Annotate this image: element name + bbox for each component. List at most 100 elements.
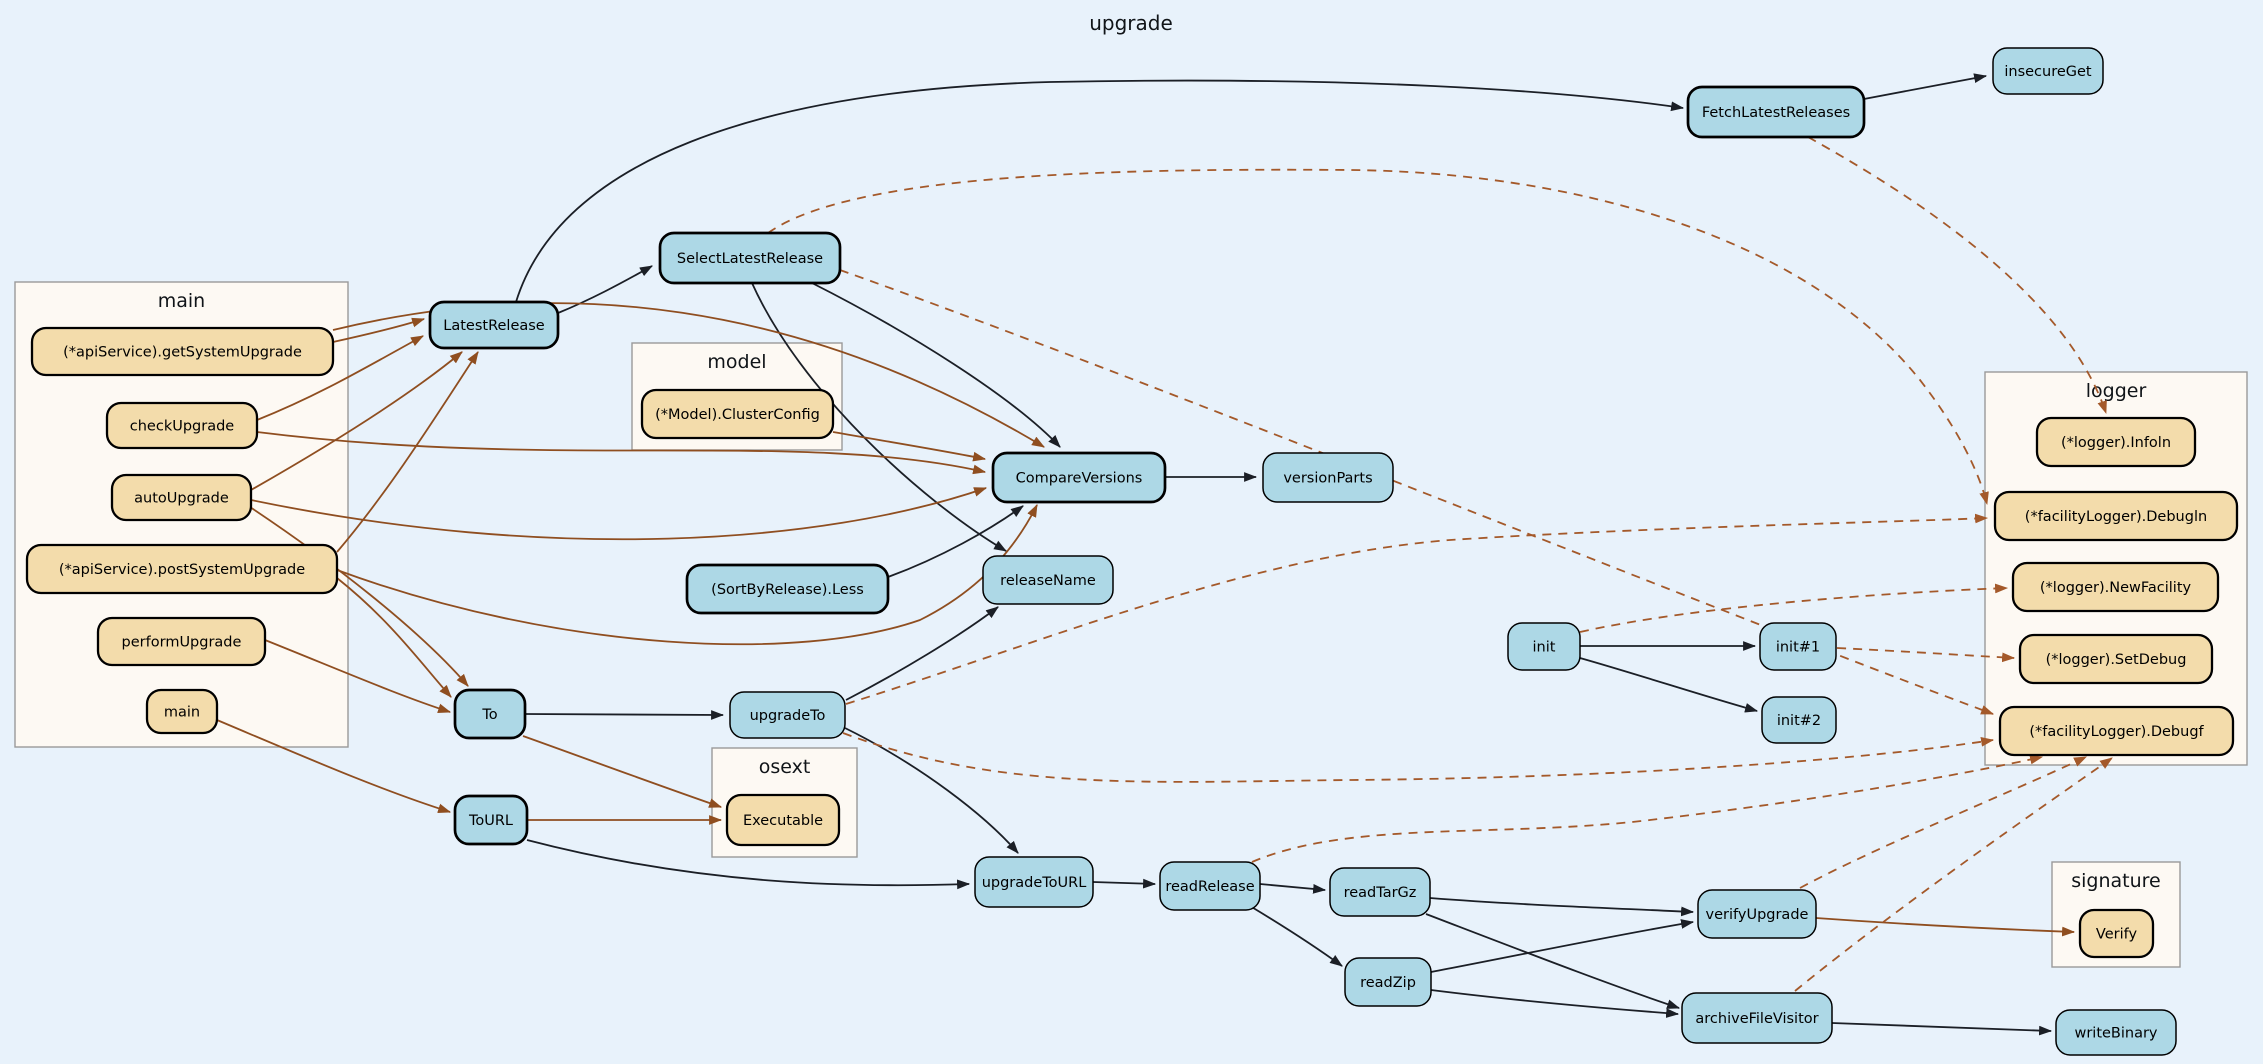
node-readTarGz[interactable]: readTarGz bbox=[1329, 867, 1431, 917]
edge-ToURL-to-upgradeToURL bbox=[526, 839, 971, 890]
node-label-Executable: Executable bbox=[743, 813, 823, 829]
node-shape-upgradeToURL[interactable] bbox=[974, 856, 1094, 908]
node-init1[interactable]: init#1 bbox=[1759, 622, 1837, 671]
node-shape-checkUpgrade[interactable] bbox=[105, 401, 259, 450]
node-SetDebug[interactable]: (*logger).SetDebug bbox=[2018, 633, 2214, 685]
node-SelectLatestRelease[interactable]: SelectLatestRelease bbox=[658, 231, 842, 285]
node-shape-writeBinary[interactable] bbox=[2055, 1009, 2177, 1056]
node-shape-init[interactable] bbox=[1507, 622, 1581, 671]
node-shape-To[interactable] bbox=[453, 688, 527, 740]
edge-readRelease-to-readZip bbox=[1249, 905, 1343, 967]
node-ClusterConfig[interactable]: (*Model).ClusterConfig bbox=[640, 388, 835, 440]
edge-getSystemUpgrade-to-LatestRelease bbox=[332, 317, 426, 343]
node-Debugln[interactable]: (*facilityLogger).Debugln bbox=[1993, 490, 2239, 542]
node-archiveFileVisitor[interactable]: archiveFileVisitor bbox=[1681, 992, 1833, 1044]
node-shape-releaseName[interactable] bbox=[982, 555, 1114, 605]
node-init[interactable]: init bbox=[1507, 622, 1581, 671]
node-upgradeTo[interactable]: upgradeTo bbox=[729, 691, 846, 739]
node-shape-mainfn[interactable] bbox=[145, 688, 219, 735]
node-shape-ClusterConfig[interactable] bbox=[640, 388, 835, 440]
node-CompareVersions[interactable]: CompareVersions bbox=[991, 451, 1167, 504]
node-shape-ToURL[interactable] bbox=[453, 794, 529, 846]
node-label-versionParts: versionParts bbox=[1283, 471, 1372, 487]
node-checkUpgrade[interactable]: checkUpgrade bbox=[105, 401, 259, 450]
node-shape-Infoln[interactable] bbox=[2035, 416, 2197, 468]
node-shape-upgradeTo[interactable] bbox=[729, 691, 846, 739]
nodes-layer: (*apiService).getSystemUpgrade checkUpgra… bbox=[25, 47, 2239, 1056]
node-shape-performUpgrade[interactable] bbox=[96, 616, 267, 667]
node-readZip[interactable]: readZip bbox=[1344, 957, 1432, 1007]
node-shape-archiveFileVisitor[interactable] bbox=[1681, 992, 1833, 1044]
node-writeBinary[interactable]: writeBinary bbox=[2055, 1009, 2177, 1056]
node-shape-postSystemUpgrade[interactable] bbox=[25, 543, 339, 595]
node-autoUpgrade[interactable]: autoUpgrade bbox=[110, 473, 253, 522]
node-mainfn[interactable]: main bbox=[145, 688, 219, 735]
node-shape-LatestRelease[interactable] bbox=[428, 300, 560, 350]
node-readRelease[interactable]: readRelease bbox=[1159, 861, 1261, 911]
node-shape-getSystemUpgrade[interactable] bbox=[30, 326, 335, 377]
node-shape-readRelease[interactable] bbox=[1159, 861, 1261, 911]
node-releaseName[interactable]: releaseName bbox=[982, 555, 1114, 605]
edge-SelectLatestRelease-to-Debugln bbox=[767, 168, 1989, 506]
edge-postSystemUpgrade-to-LatestRelease bbox=[336, 351, 479, 553]
node-getSystemUpgrade[interactable]: (*apiService).getSystemUpgrade bbox=[30, 326, 335, 377]
node-init2[interactable]: init#2 bbox=[1761, 696, 1837, 744]
node-FetchLatestReleases[interactable]: FetchLatestReleases bbox=[1686, 85, 1866, 139]
node-label-ToURL: ToURL bbox=[468, 813, 513, 829]
node-label-checkUpgrade: checkUpgrade bbox=[130, 419, 235, 435]
node-Infoln[interactable]: (*logger).Infoln bbox=[2035, 416, 2197, 468]
node-Verify[interactable]: Verify bbox=[2078, 908, 2155, 959]
node-label-verifyUpgrade: verifyUpgrade bbox=[1706, 907, 1809, 923]
node-shape-CompareVersions[interactable] bbox=[991, 451, 1167, 504]
node-Debugf[interactable]: (*facilityLogger).Debugf bbox=[1998, 705, 2235, 757]
node-label-SelectLatestRelease: SelectLatestRelease bbox=[677, 251, 823, 267]
node-shape-readZip[interactable] bbox=[1344, 957, 1432, 1007]
node-SortByReleaseLess[interactable]: (SortByRelease).Less bbox=[685, 563, 890, 615]
node-upgradeToURL[interactable]: upgradeToURL bbox=[974, 856, 1094, 908]
node-LatestRelease[interactable]: LatestRelease bbox=[428, 300, 560, 350]
node-shape-Debugln[interactable] bbox=[1993, 490, 2239, 542]
node-shape-SetDebug[interactable] bbox=[2018, 633, 2214, 685]
node-shape-SelectLatestRelease[interactable] bbox=[658, 231, 842, 285]
node-shape-Verify[interactable] bbox=[2078, 908, 2155, 959]
edge-upgradeTo-to-releaseName bbox=[845, 606, 999, 701]
edge-upgradeTo-to-Debugln bbox=[845, 513, 1989, 705]
node-shape-autoUpgrade[interactable] bbox=[110, 473, 253, 522]
node-verifyUpgrade[interactable]: verifyUpgrade bbox=[1697, 889, 1817, 939]
node-performUpgrade[interactable]: performUpgrade bbox=[96, 616, 267, 667]
edge-readTarGz-to-verifyUpgrade bbox=[1429, 897, 1695, 917]
edge-upgradeTo-to-Debugf bbox=[842, 732, 1995, 783]
node-versionParts[interactable]: versionParts bbox=[1262, 452, 1394, 503]
edge-verifyUpgrade-to-Debugf bbox=[1799, 756, 2087, 889]
node-label-To: To bbox=[481, 707, 497, 723]
node-ToURL[interactable]: ToURL bbox=[453, 794, 529, 846]
node-label-SortByReleaseLess: (SortByRelease).Less bbox=[711, 582, 864, 598]
node-shape-Debugf[interactable] bbox=[1998, 705, 2235, 757]
node-label-insecureGet: insecureGet bbox=[2004, 64, 2092, 80]
node-shape-insecureGet[interactable] bbox=[1992, 47, 2104, 95]
node-shape-init1[interactable] bbox=[1759, 622, 1837, 671]
edge-archiveFileVisitor-to-Debugf bbox=[1794, 757, 2113, 992]
edges-layer bbox=[216, 73, 2113, 1036]
node-label-getSystemUpgrade: (*apiService).getSystemUpgrade bbox=[63, 345, 302, 361]
edge-autoUpgrade-to-LatestRelease bbox=[250, 351, 463, 491]
node-shape-init2[interactable] bbox=[1761, 696, 1837, 744]
node-shape-NewFacility[interactable] bbox=[2011, 561, 2220, 613]
edge-To-to-Executable bbox=[522, 735, 723, 808]
node-label-init2: init#2 bbox=[1777, 713, 1821, 729]
node-NewFacility[interactable]: (*logger).NewFacility bbox=[2011, 561, 2220, 613]
node-postSystemUpgrade[interactable]: (*apiService).postSystemUpgrade bbox=[25, 543, 339, 595]
node-shape-FetchLatestReleases[interactable] bbox=[1686, 85, 1866, 139]
node-shape-verifyUpgrade[interactable] bbox=[1697, 889, 1817, 939]
node-insecureGet[interactable]: insecureGet bbox=[1992, 47, 2104, 95]
node-Executable[interactable]: Executable bbox=[725, 793, 841, 847]
node-label-Debugf: (*facilityLogger).Debugf bbox=[2029, 724, 2204, 740]
node-To[interactable]: To bbox=[453, 688, 527, 740]
node-shape-SortByReleaseLess[interactable] bbox=[685, 563, 890, 615]
edge-readRelease-to-readTarGz bbox=[1259, 883, 1327, 894]
node-shape-versionParts[interactable] bbox=[1262, 452, 1394, 503]
edge-upgradeTo-to-upgradeToURL bbox=[844, 727, 1019, 854]
node-shape-Executable[interactable] bbox=[725, 793, 841, 847]
node-shape-readTarGz[interactable] bbox=[1329, 867, 1431, 917]
